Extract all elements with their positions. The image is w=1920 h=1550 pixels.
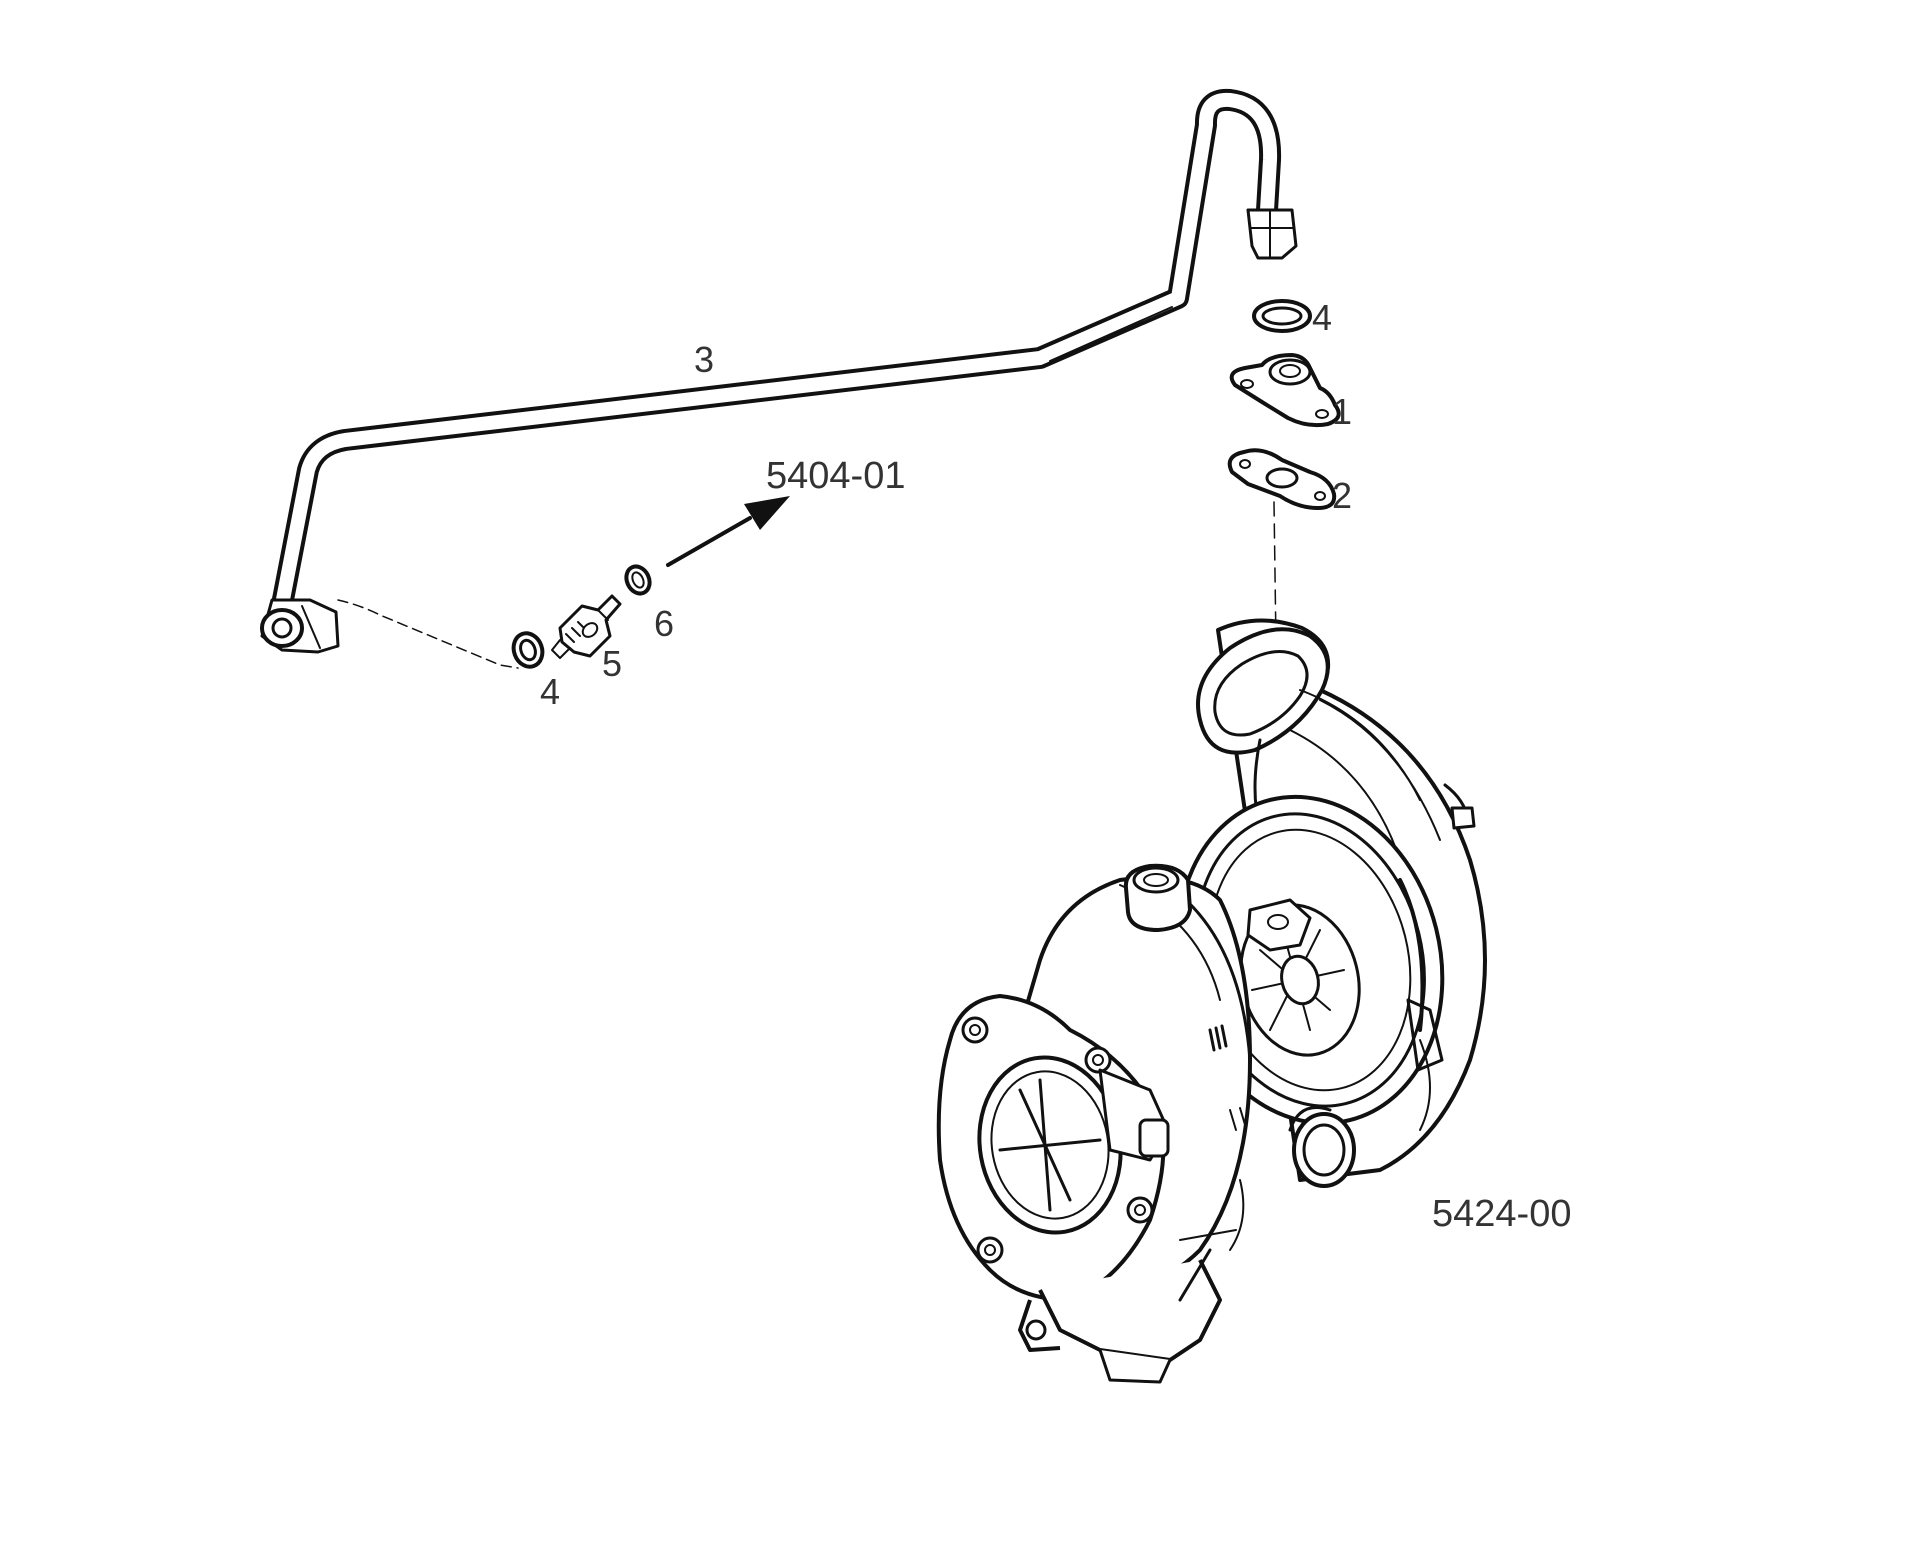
pipe-fitting-top[interactable] — [1246, 208, 1298, 260]
gasket[interactable] — [1227, 448, 1337, 510]
callout-4-washer-top: 4 — [1312, 297, 1332, 338]
o-ring[interactable] — [622, 563, 654, 598]
callout-1-flange: 1 — [1332, 391, 1352, 432]
flange-adapter[interactable] — [1229, 353, 1341, 428]
callout-2-gasket: 2 — [1332, 475, 1352, 516]
alignment-line-left — [337, 599, 519, 669]
oil-feed-pipe[interactable] — [269, 88, 1282, 626]
callout-4-washer-left: 4 — [540, 671, 560, 712]
callout-3-pipe: 3 — [694, 339, 714, 380]
washer-top[interactable] — [1252, 299, 1312, 333]
check-valve[interactable] — [551, 594, 622, 659]
callout-6-o-ring: 6 — [654, 603, 674, 644]
reference-5424-00[interactable]: 5424-00 — [1432, 1193, 1571, 1235]
pipe-fitting-left[interactable] — [260, 598, 340, 654]
reference-5404-01[interactable]: 5404-01 — [766, 455, 905, 497]
turbocharger[interactable] — [936, 618, 1487, 1384]
arrow-icon — [666, 496, 790, 567]
washer-left[interactable] — [509, 629, 547, 671]
callout-5-check-valve: 5 — [602, 643, 622, 684]
